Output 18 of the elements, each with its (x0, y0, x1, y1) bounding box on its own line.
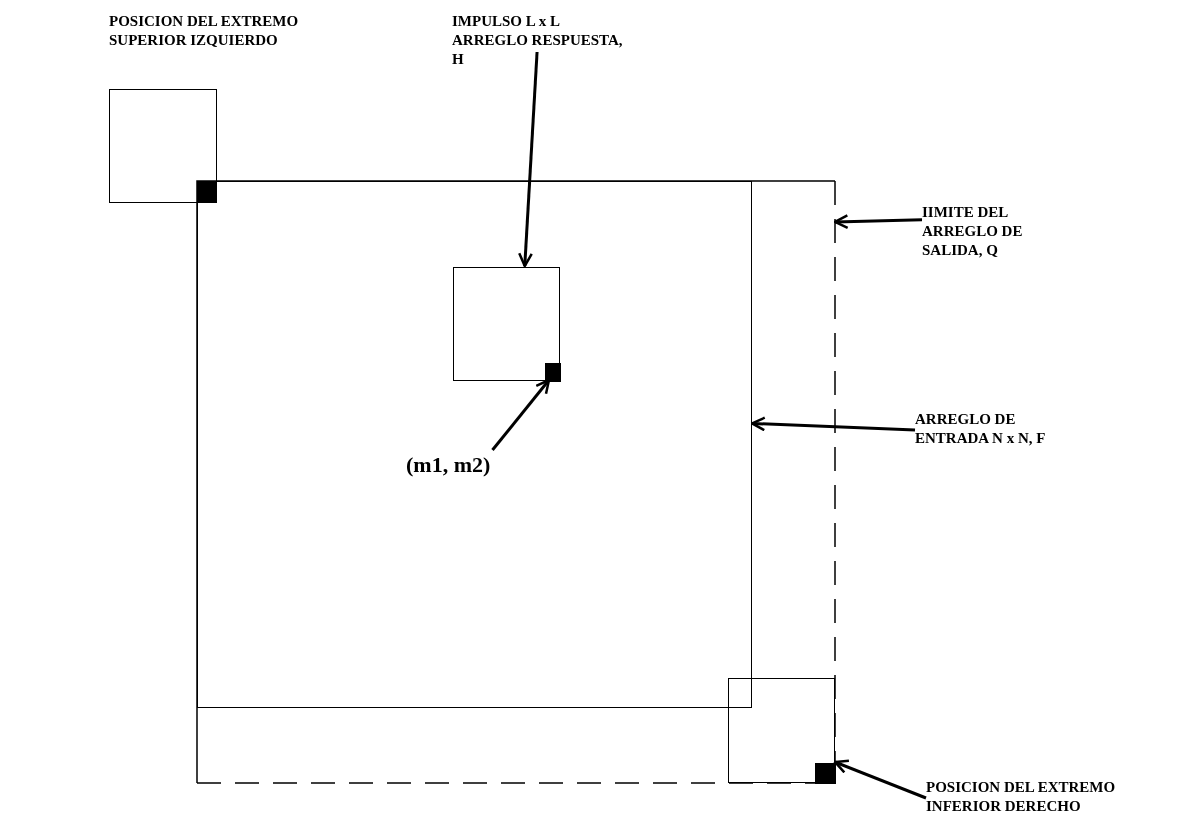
array-box (453, 267, 560, 381)
position-square (815, 763, 836, 784)
callout-text: POSICION DEL EXTREMO INFERIOR DERECHO (926, 779, 1116, 814)
array-box (197, 181, 752, 708)
position-square (197, 181, 217, 203)
callout-text: IMPULSO L x L ARREGLO RESPUESTA, H (452, 13, 623, 67)
callout-text: (m1, m2) (406, 452, 491, 477)
position-square (545, 363, 561, 382)
arrow (750, 416, 916, 432)
arrow (833, 214, 923, 230)
array-box (109, 89, 217, 203)
arrow (518, 51, 539, 268)
array-box (728, 678, 835, 783)
arrow (491, 378, 551, 451)
callout-text: ARREGLO DE ENTRADA N x N, F (915, 411, 1046, 446)
caption-label: POSICION DEL EXTREMO SUPERIOR IZQUIERDO (109, 12, 299, 50)
callout-text: IIMITE DEL ARREGLO DE SALIDA, Q (922, 204, 1023, 258)
arrow (833, 759, 927, 800)
